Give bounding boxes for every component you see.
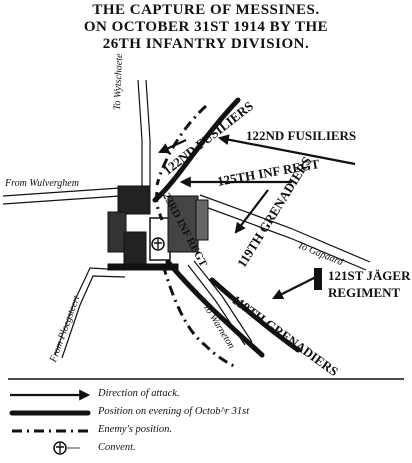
legend-convent-label: Convent. (98, 442, 136, 453)
legend-convent-symbol (53, 441, 80, 455)
map-title-line-1: THE CAPTURE OF MESSINES. (92, 2, 320, 18)
road-gapaard (199, 194, 371, 271)
arrow-122nd-fusiliers-near (158, 139, 187, 154)
unit-label-121st-jager-line-2: REGIMENT (328, 285, 401, 300)
german-position-lines (152, 97, 301, 358)
attack-arrows (158, 134, 356, 299)
legend-attack-label: Direction of attack. (98, 388, 180, 399)
legend-position-label: Position on evening of Octob^r 31st (98, 406, 250, 417)
legend-symbols (9, 389, 91, 455)
map-title-line-3: 26TH INFANTRY DIVISION. (102, 36, 310, 52)
road-label-wytschaete: To Wytschaete (112, 53, 125, 111)
arrow-121st-jager (272, 275, 319, 299)
arrow-119th-grenadiers-north (234, 189, 269, 234)
road-wytschaete (137, 79, 151, 186)
legend-enemy-label: Enemy's position. (98, 424, 172, 435)
jager-regiment-marker (314, 268, 322, 290)
enemy-position-line (155, 104, 239, 370)
messines-town (107, 185, 209, 271)
arrow-122nd-fusiliers-far (217, 134, 356, 166)
road-wulverghem (2, 187, 121, 205)
unit-label-121st-jager-line-1: 121ST JÄGER (328, 268, 411, 283)
unit-label-122nd-fusiliers-far: 122ND FUSILIERS (246, 128, 357, 143)
road-label-wulverghem: From Wulverghem (5, 178, 79, 189)
map-title-line-2: ON OCTOBER 31ST 1914 BY THE (83, 19, 329, 35)
convent-icon (151, 237, 165, 251)
